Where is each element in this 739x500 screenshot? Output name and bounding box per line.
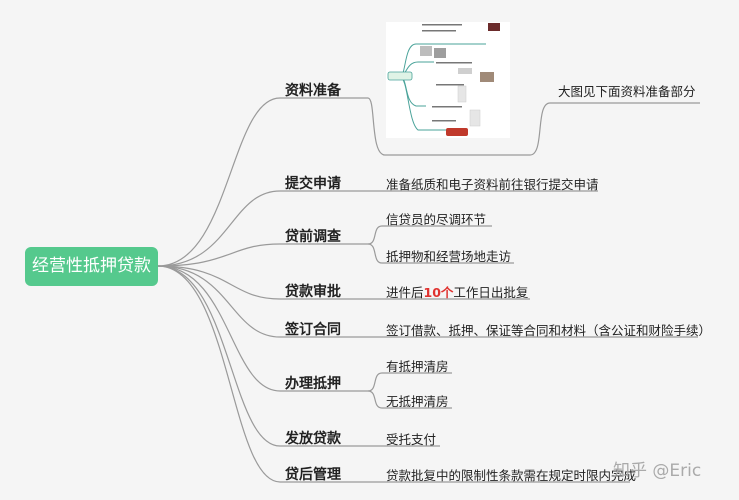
item-contract: 签订借款、抵押、保证等合同和材料（含公证和财险手续） (386, 323, 712, 338)
item-investigation-2: 抵押物和经营场地走访 (386, 249, 512, 264)
branch-label-disbursement: 发放贷款 (285, 431, 341, 447)
item-approval-suffix: 工作日出批复 (453, 285, 529, 300)
item-mortgage-1: 有抵押清房 (386, 359, 449, 374)
item-investigation-1: 信贷员的尽调环节 (386, 212, 487, 227)
item-approval-highlight: 10个 (423, 285, 454, 300)
item-materials-note: 大图见下面资料准备部分 (558, 84, 696, 99)
branch-label-contract: 签订合同 (285, 322, 341, 338)
item-approval: 进件后10个工作日出批复 (386, 282, 528, 301)
branch-label-approval: 贷款审批 (285, 284, 341, 300)
watermark: 知乎 @Eric (613, 461, 702, 481)
branch-label-post-loan: 贷后管理 (285, 467, 341, 483)
branch-label-pre-loan-investigation: 贷前调查 (285, 229, 341, 245)
item-post-loan: 贷款批复中的限制性条款需在规定时限内完成 (386, 468, 637, 483)
branch-label-submit: 提交申请 (285, 176, 341, 192)
item-approval-prefix: 进件后 (386, 285, 424, 300)
root-node: 经营性抵押贷款 (25, 247, 158, 286)
item-disbursement: 受托支付 (386, 432, 437, 447)
item-mortgage-2: 无抵押清房 (386, 394, 449, 409)
material-map-thumbnail (386, 22, 510, 138)
branch-label-mortgage: 办理抵押 (285, 376, 341, 392)
item-submit: 准备纸质和电子资料前往银行提交申请 (386, 177, 599, 192)
branch-label-materials: 资料准备 (285, 83, 341, 99)
